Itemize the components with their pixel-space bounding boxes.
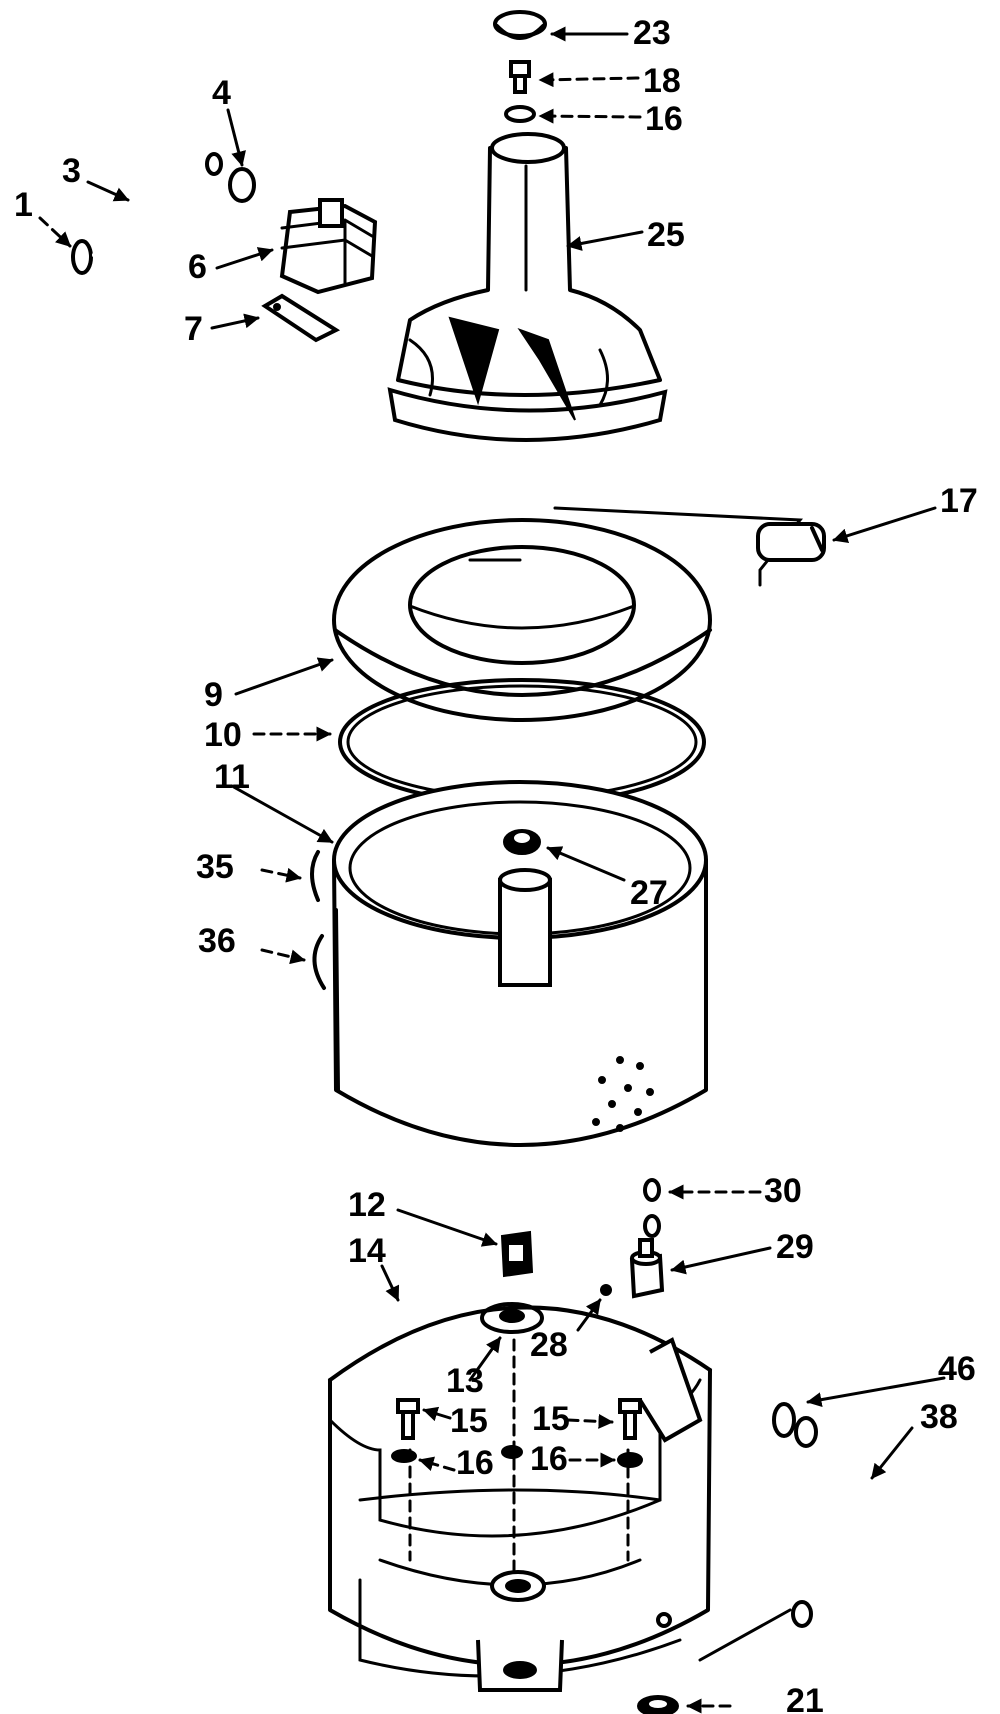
label-7: 7 <box>184 310 203 348</box>
label-13: 13 <box>446 1362 484 1400</box>
label-3: 3 <box>62 152 81 190</box>
washer-top-part <box>504 105 642 124</box>
clip-36-part <box>260 934 326 990</box>
plug-21-part <box>637 1695 732 1714</box>
label-25: 25 <box>647 216 685 254</box>
label-35: 35 <box>196 848 234 886</box>
label-16-left: 16 <box>456 1444 494 1482</box>
fitting-30-part <box>643 1178 762 1238</box>
drain-hose-part <box>698 1416 914 1662</box>
label-17: 17 <box>940 482 978 520</box>
label-28: 28 <box>530 1326 568 1364</box>
agitator-part <box>387 132 668 442</box>
cap-part <box>493 10 629 42</box>
basket-holes <box>592 1056 654 1132</box>
label-4: 4 <box>212 74 231 112</box>
water-valve-part <box>215 198 378 295</box>
bolt-15-left-part <box>396 1398 452 1440</box>
label-15-right: 15 <box>532 1400 570 1438</box>
label-30: 30 <box>764 1172 802 1210</box>
label-16-top: 16 <box>645 100 683 138</box>
label-12: 12 <box>348 1186 386 1224</box>
label-1: 1 <box>14 186 33 224</box>
label-29: 29 <box>776 1228 814 1266</box>
spin-basket-part <box>230 780 708 1147</box>
hose-clamp-upper-part <box>226 108 256 203</box>
label-36: 36 <box>198 922 236 960</box>
electrical-cover-part <box>553 506 937 587</box>
label-11: 11 <box>214 758 250 796</box>
label-16-right: 16 <box>530 1440 568 1478</box>
label-tag-part <box>210 293 341 343</box>
label-9: 9 <box>204 676 223 714</box>
label-38: 38 <box>920 1398 958 1436</box>
coupling-12-part <box>396 1208 534 1278</box>
label-6: 6 <box>188 248 207 286</box>
screw-28-part <box>576 1284 612 1332</box>
valve-29-part <box>629 1238 772 1299</box>
label-10: 10 <box>204 716 242 754</box>
drain-clamp-part <box>772 1376 946 1438</box>
part-number-labels: 23 18 16 4 3 1 25 6 7 17 9 10 11 35 27 3… <box>14 14 978 1714</box>
label-46: 46 <box>938 1350 976 1388</box>
bolt-15-right-part <box>566 1398 642 1440</box>
clip-35-part <box>260 850 320 902</box>
hose-clamp-part <box>38 216 93 275</box>
washer-16-left-part <box>391 1449 456 1472</box>
label-21: 21 <box>786 1682 824 1714</box>
label-23: 23 <box>633 14 671 52</box>
hub-nut-part <box>503 829 626 882</box>
assembly-center-lines <box>408 1338 630 1572</box>
bolt-part <box>509 60 640 94</box>
fill-hose-part <box>86 146 223 258</box>
washer-16-center-part <box>501 1445 523 1459</box>
label-27: 27 <box>630 874 668 912</box>
outer-tub-part <box>328 1264 712 1692</box>
washer-16-right-part <box>568 1452 643 1468</box>
label-14: 14 <box>348 1232 386 1270</box>
tub-ring-part <box>234 518 712 722</box>
label-18: 18 <box>643 62 681 100</box>
label-15-left: 15 <box>450 1402 488 1440</box>
